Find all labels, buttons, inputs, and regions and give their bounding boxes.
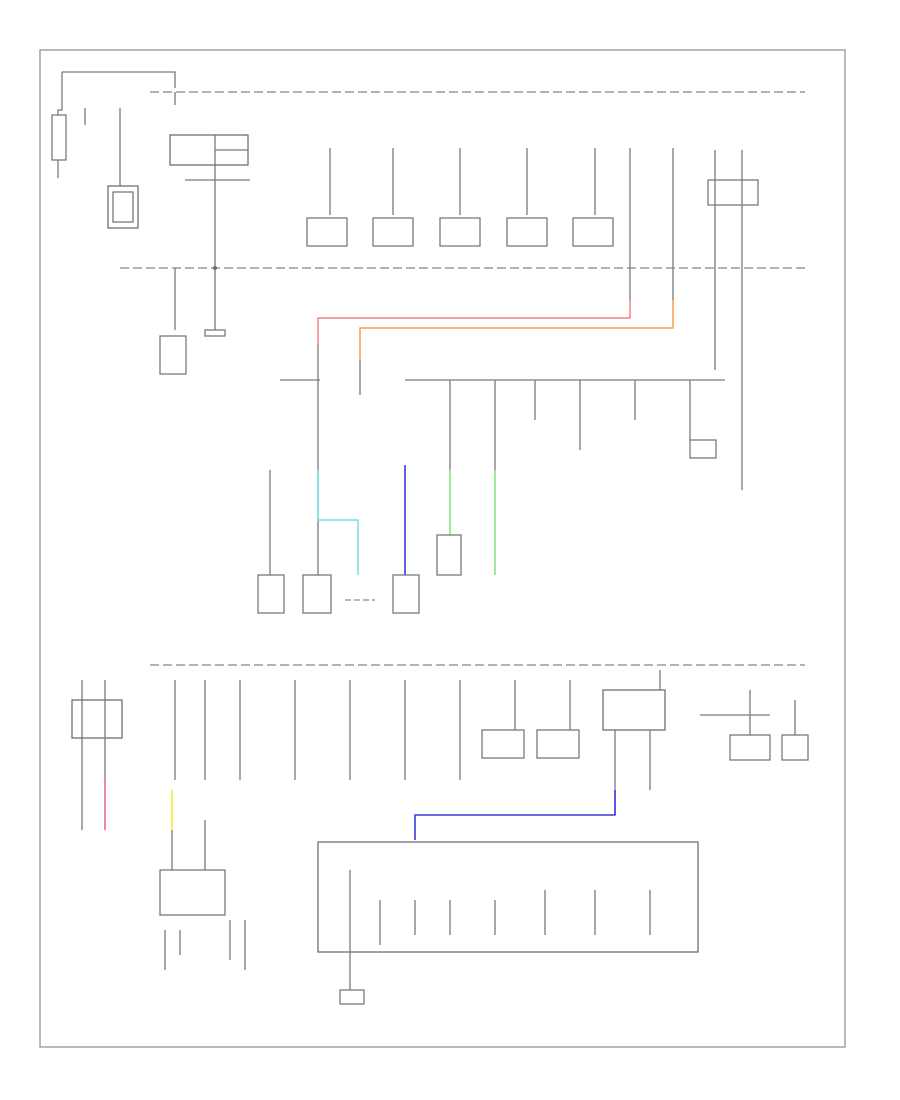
red-wire [317,300,631,345]
alternator [204,329,226,337]
component-1 [257,574,285,614]
component-2 [302,574,332,614]
upper-fuse-row [306,148,759,300]
abs-modulator [159,335,187,375]
lower-fuse-row [71,670,809,830]
under-dash-fuses [339,870,651,1005]
component-4 [436,534,462,576]
orange-wire [359,300,674,360]
blue-wire-horizontal [414,790,616,840]
battery-section [51,71,176,229]
cyan-wire [317,470,359,575]
main-fuse-feed [159,92,250,375]
diagram-frame [39,49,846,1048]
component-3 [392,574,420,614]
under-dash-fuse-box [317,841,699,953]
middle-fuse-section [269,268,743,575]
